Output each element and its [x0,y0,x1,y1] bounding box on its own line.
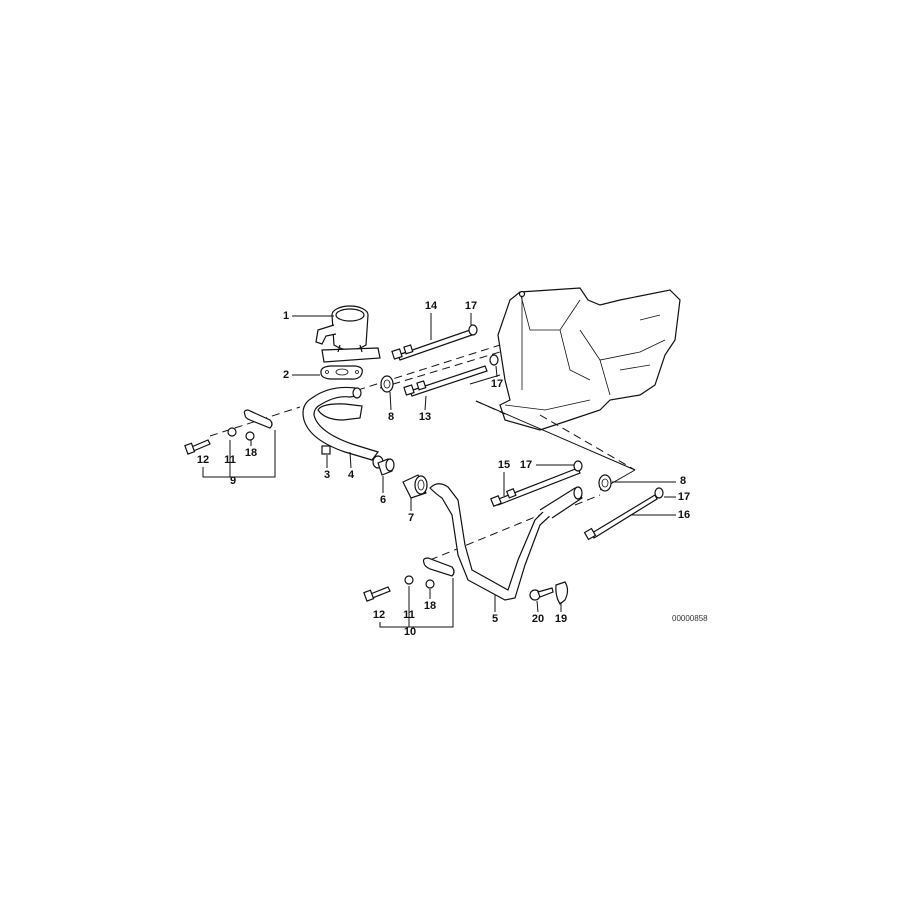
callout-15: 15 [497,459,511,471]
small-washer-part-icon [468,324,664,499]
callout-17-d: 17 [677,491,691,503]
callout-19: 19 [554,613,568,625]
callout-4: 4 [347,469,355,481]
callout-18-upper: 18 [244,447,258,459]
callout-17-c: 17 [519,459,533,471]
callout-3: 3 [323,469,331,481]
nut-part-icon [321,445,331,455]
callout-12-upper: 12 [196,454,210,466]
bracket-hardware-group-9-icon [184,409,276,478]
callout-18-lower: 18 [423,600,437,612]
washer-part-icon [380,375,612,492]
callout-1: 1 [282,310,290,322]
callout-11-upper: 11 [224,454,236,466]
callout-9: 9 [229,475,237,487]
callout-6: 6 [379,494,387,506]
callout-7: 7 [407,512,415,524]
callout-8-right: 8 [679,475,687,487]
callout-20: 20 [531,613,545,625]
coupling-part-icon [402,474,428,499]
air-valve-part-icon [315,305,381,363]
callout-17-b: 17 [490,378,504,390]
gasket-part-icon [320,365,363,380]
document-id: 00000858 [672,614,708,623]
engine-block-icon [497,287,681,431]
callout-10: 10 [403,626,417,638]
callout-11-lower: 11 [403,609,415,621]
callout-2: 2 [282,369,290,381]
long-pipe-part-icon [429,483,583,601]
callout-17-a: 17 [464,300,478,312]
bolt-part-icon [391,329,658,541]
pipe-part-icon [302,386,384,469]
callout-13: 13 [418,411,432,423]
bolt-and-bracket-part-icon [529,581,569,605]
callout-16: 16 [677,509,691,521]
callout-14: 14 [424,300,438,312]
ring-part-icon [377,458,395,476]
callout-8-upper: 8 [387,411,395,423]
callout-5: 5 [491,613,499,625]
leader-lines [250,313,676,613]
bracket-hardware-group-10-icon [363,557,455,628]
callout-12-lower: 12 [372,609,386,621]
